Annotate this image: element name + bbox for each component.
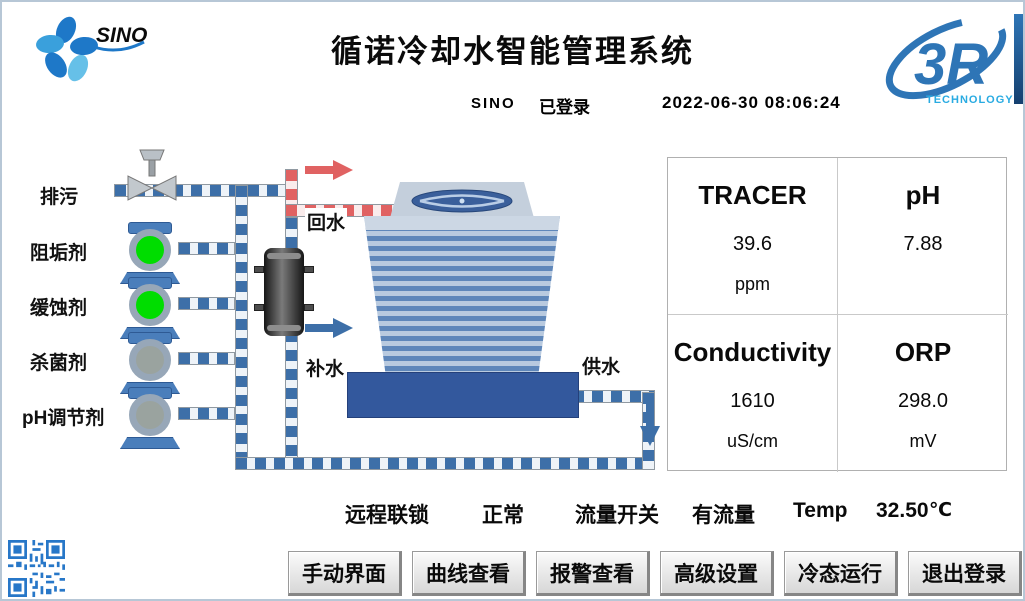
manual-screen-button[interactable]: 手动界面 (288, 551, 402, 596)
label-makeup-water: 补水 (304, 354, 347, 381)
label-biocide: 杀菌剂 (30, 353, 88, 374)
curve-view-button[interactable]: 曲线查看 (412, 551, 526, 596)
pump-corrosion-inhibitor (120, 277, 180, 339)
pipe-pump1-feed (178, 242, 235, 255)
inline-mixer (254, 248, 314, 336)
flow-switch-label: 流量开关 (575, 504, 659, 527)
mixer-band (267, 253, 301, 259)
datetime: 2022-06-30 08:06:24 (662, 93, 841, 112)
label-scale-inhibitor: 阻垢剂 (30, 243, 88, 264)
pipe-riser-lower (285, 330, 298, 470)
reading-value: 7.88 (903, 233, 943, 255)
reading-name: Conductivity (673, 337, 832, 367)
pipe-pump3-feed (178, 352, 235, 365)
sino-logo: SINO (36, 16, 147, 82)
page-title: 循诺冷却水智能管理系统 (331, 34, 694, 69)
reading-value: 1610 (730, 390, 775, 412)
reading-name: TRACER (698, 180, 807, 210)
reading-unit: uS/cm (726, 431, 778, 451)
mixer-band (267, 325, 301, 331)
reading-conductivity: Conductivity 1610 uS/cm (668, 315, 838, 472)
reading-value: 298.0 (897, 390, 949, 412)
pump-base (120, 437, 180, 449)
reading-tracer: TRACER 39.6 ppm (668, 158, 838, 315)
logo-edge-bar (1014, 14, 1023, 104)
temp-value: 32.50 (876, 499, 929, 522)
interlock-label: 远程联锁 (345, 504, 429, 527)
pipe-bottom-return (235, 457, 655, 470)
mixer-flange (304, 304, 314, 311)
alarm-view-button[interactable]: 报警查看 (536, 551, 650, 596)
sino-logo-text: SINO (96, 24, 147, 47)
reading-unit: mV (909, 431, 937, 451)
pump-status-indicator (129, 394, 171, 436)
reading-name: pH (905, 180, 941, 210)
qr-code-icon (8, 540, 65, 597)
reading-value: 39.6 (733, 233, 772, 255)
3r-technology-logo: 3R TECHNOLOGY (885, 16, 1014, 106)
mixer-flange (254, 304, 264, 311)
pipe-pump2-feed (178, 297, 235, 310)
label-ph-adjuster: pH调节剂 (22, 408, 105, 429)
cold-run-button[interactable]: 冷态运行 (784, 551, 898, 596)
label-blowdown: 排污 (40, 187, 79, 208)
interlock-value: 正常 (482, 504, 524, 527)
temp-label: Temp (793, 499, 848, 522)
logout-button[interactable]: 退出登录 (908, 551, 1022, 596)
cooling-tower-body (364, 216, 560, 374)
pump-status-indicator (129, 284, 171, 326)
pipe-pump4-feed (178, 407, 235, 420)
reading-unit: ppm (734, 274, 770, 294)
flow-arrow-makeup-icon (305, 318, 353, 338)
fan-icon (411, 189, 513, 213)
pump-ph-adjuster (120, 387, 180, 449)
flow-arrow-supply-icon (640, 398, 660, 446)
blowdown-valve-icon (127, 149, 177, 201)
flow-arrow-return-icon (305, 160, 353, 180)
pump-scale-inhibitor (120, 222, 180, 284)
pipe-chemical-manifold (235, 185, 248, 470)
3r-logo-subtext: TECHNOLOGY (926, 94, 1014, 106)
3r-logo-text: 3R (914, 32, 988, 97)
temp-unit: ℃ (929, 500, 953, 521)
label-return-water: 回水 (305, 208, 348, 235)
label-supply-water: 供水 (580, 352, 623, 379)
reading-orp: ORP 298.0 mV (838, 315, 1008, 472)
reading-ph: pH 7.88 (838, 158, 1008, 315)
pump-status-indicator (129, 339, 171, 381)
login-status: 已登录 (539, 98, 590, 117)
mixer-flange (304, 266, 314, 273)
mixer-flange (254, 266, 264, 273)
pump-status-indicator (129, 229, 171, 271)
advanced-settings-button[interactable]: 高级设置 (660, 551, 774, 596)
logged-user: SINO (471, 95, 516, 112)
cooling-tower-basin (347, 372, 579, 418)
readings-panel: TRACER 39.6 ppm pH 7.88 Conductivity 161… (667, 157, 1008, 472)
flow-switch-value: 有流量 (692, 504, 755, 527)
label-corrosion-inhibitor: 缓蚀剂 (30, 298, 88, 319)
reading-name: ORP (894, 337, 952, 367)
pump-biocide (120, 332, 180, 394)
